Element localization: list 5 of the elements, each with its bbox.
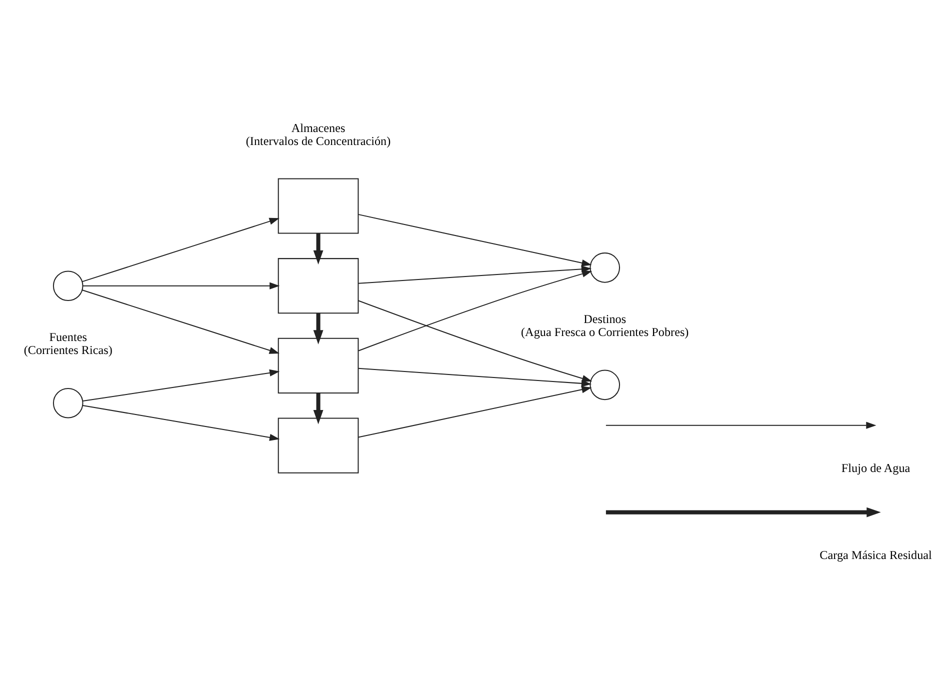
legend-label: Flujo de Agua (840, 460, 910, 474)
label: Destinos (Agua Fresca o Corrientes Pobres) (520, 311, 688, 338)
label: Almacenes (Intervalos de Concentración) (245, 120, 390, 148)
legend-label: Carga Másica Residual (819, 547, 932, 562)
label: Fuentes (Corrientes Ricas) (23, 330, 112, 357)
